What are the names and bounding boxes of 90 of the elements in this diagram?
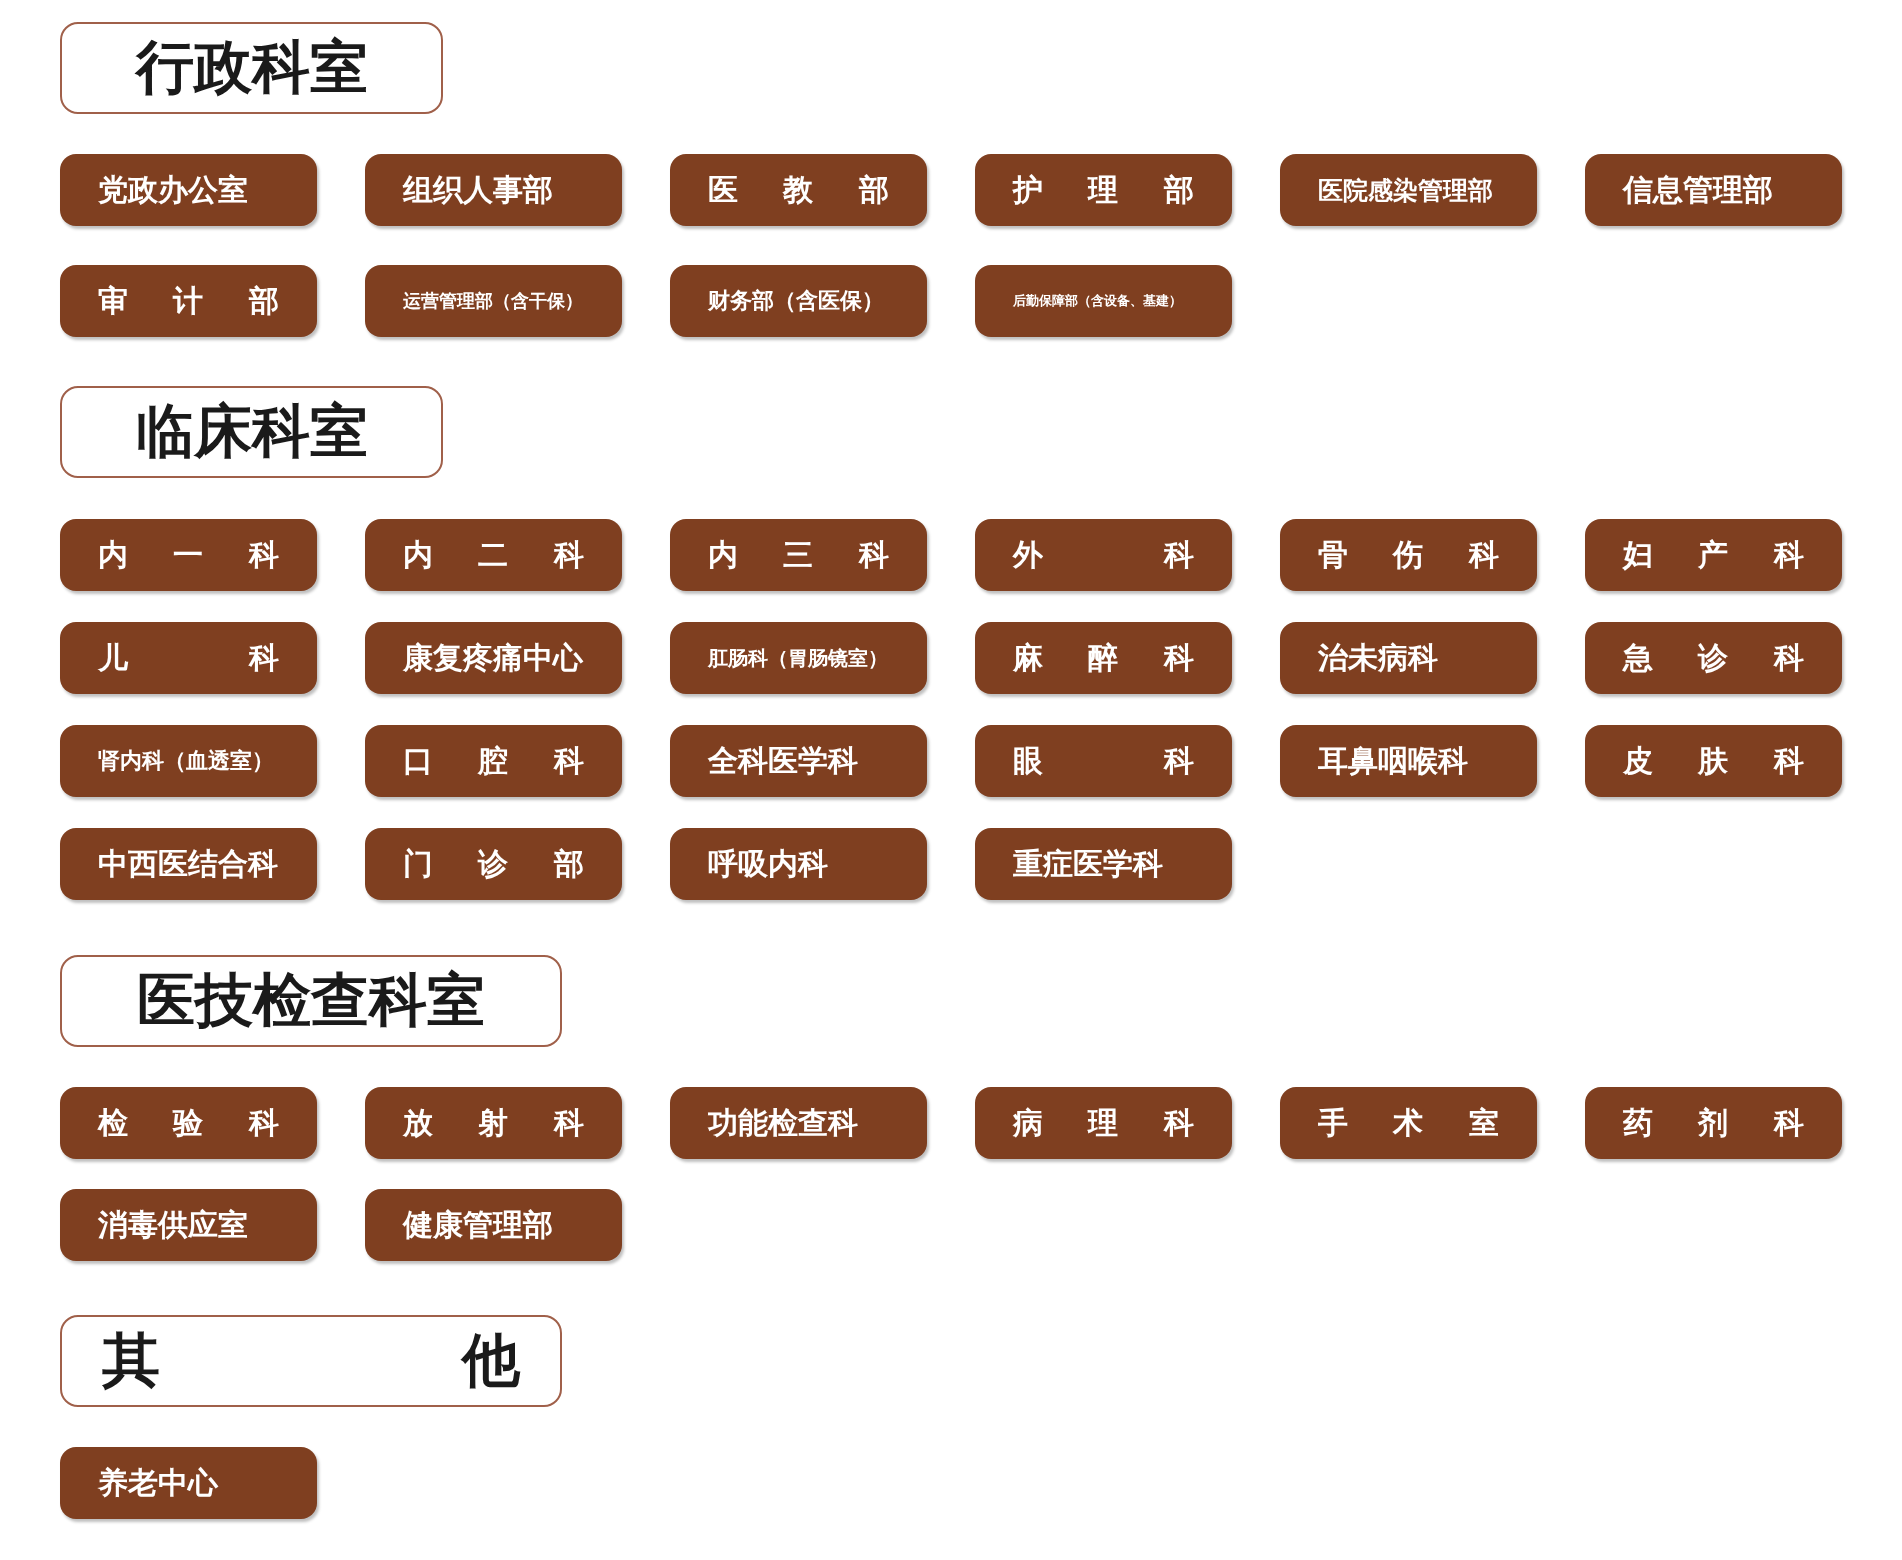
section-title: 临床科室 (135, 396, 368, 467)
department-name: 养老中心 (98, 1463, 218, 1502)
department-name: 肾内科（血透室） (98, 747, 274, 775)
department-box (975, 1087, 1232, 1159)
department-name: 门 诊 部 (403, 844, 584, 883)
department-name: 药 剂 科 (1623, 1103, 1804, 1142)
department-box (365, 519, 622, 591)
department-name: 党政办公室 (98, 170, 248, 209)
department-name: 后勤保障部（含设备、基建） (1013, 292, 1182, 310)
department-name: 手 术 室 (1318, 1103, 1499, 1142)
section-title: 医技检查科室 (137, 965, 485, 1036)
department-name: 内 三 科 (708, 535, 889, 574)
department-box (365, 265, 622, 337)
department-name: 功能检查科 (708, 1103, 858, 1142)
section-heading-box (60, 955, 562, 1047)
department-name: 信息管理部 (1623, 170, 1773, 209)
department-box (975, 519, 1232, 591)
department-name: 重症医学科 (1013, 844, 1163, 883)
section-title: 其 他 (102, 1325, 520, 1396)
department-name: 全科医学科 (708, 741, 858, 780)
department-box (670, 265, 927, 337)
department-name: 耳鼻咽喉科 (1318, 741, 1468, 780)
section-title: 行政科室 (135, 32, 368, 103)
department-box (60, 622, 317, 694)
department-name: 病 理 科 (1013, 1103, 1194, 1142)
department-box (975, 725, 1232, 797)
department-name: 儿 科 (98, 638, 279, 677)
department-box (365, 154, 622, 226)
department-name: 急 诊 科 (1623, 638, 1804, 677)
department-name: 口 腔 科 (403, 741, 584, 780)
department-name: 呼吸内科 (708, 844, 828, 883)
department-box (60, 1087, 317, 1159)
department-box (1280, 725, 1537, 797)
department-box (670, 154, 927, 226)
department-name: 皮 肤 科 (1623, 741, 1804, 780)
department-name: 财务部（含医保） (708, 287, 884, 315)
department-name: 中西医结合科 (98, 844, 278, 883)
department-box (60, 828, 317, 900)
department-name: 医院感染管理部 (1318, 174, 1493, 207)
department-box (1280, 154, 1537, 226)
department-name: 骨 伤 科 (1318, 535, 1499, 574)
department-name: 健康管理部 (403, 1205, 553, 1244)
department-name: 运营管理部（含干保） (403, 289, 583, 313)
department-box (1585, 725, 1842, 797)
department-name: 肛肠科（胃肠镜室） (708, 644, 888, 672)
department-box (975, 622, 1232, 694)
department-name: 审 计 部 (98, 281, 279, 320)
department-name: 内 二 科 (403, 535, 584, 574)
department-box (975, 265, 1232, 337)
department-name: 麻 醉 科 (1013, 638, 1194, 677)
department-box (670, 1087, 927, 1159)
department-box (365, 1087, 622, 1159)
department-box (975, 154, 1232, 226)
section-heading-box (60, 1315, 562, 1407)
department-box (1585, 519, 1842, 591)
department-box (670, 519, 927, 591)
department-name: 护 理 部 (1013, 170, 1194, 209)
department-box (365, 1189, 622, 1261)
department-box (670, 725, 927, 797)
department-box (670, 828, 927, 900)
department-box (365, 828, 622, 900)
department-name: 组织人事部 (403, 170, 553, 209)
department-box (60, 265, 317, 337)
department-box (1280, 1087, 1537, 1159)
department-name: 治未病科 (1318, 638, 1438, 677)
section-heading-box (60, 22, 443, 114)
department-name: 内 一 科 (98, 535, 279, 574)
department-name: 眼 科 (1013, 741, 1194, 780)
department-box (365, 622, 622, 694)
department-box (60, 725, 317, 797)
department-name: 外 科 (1013, 535, 1194, 574)
department-box (1585, 1087, 1842, 1159)
department-box (60, 154, 317, 226)
department-box (1280, 622, 1537, 694)
department-box (1280, 519, 1537, 591)
department-name: 康复疼痛中心 (403, 638, 583, 677)
department-name: 放 射 科 (403, 1103, 584, 1142)
department-name: 医 教 部 (708, 170, 889, 209)
department-box (365, 725, 622, 797)
department-box (1585, 154, 1842, 226)
department-name: 妇 产 科 (1623, 535, 1804, 574)
department-box (1585, 622, 1842, 694)
department-box (60, 519, 317, 591)
department-box (60, 1447, 317, 1519)
department-box (670, 622, 927, 694)
section-heading-box (60, 386, 443, 478)
department-name: 消毒供应室 (98, 1205, 248, 1244)
department-box (975, 828, 1232, 900)
department-name: 检 验 科 (98, 1103, 279, 1142)
department-box (60, 1189, 317, 1261)
